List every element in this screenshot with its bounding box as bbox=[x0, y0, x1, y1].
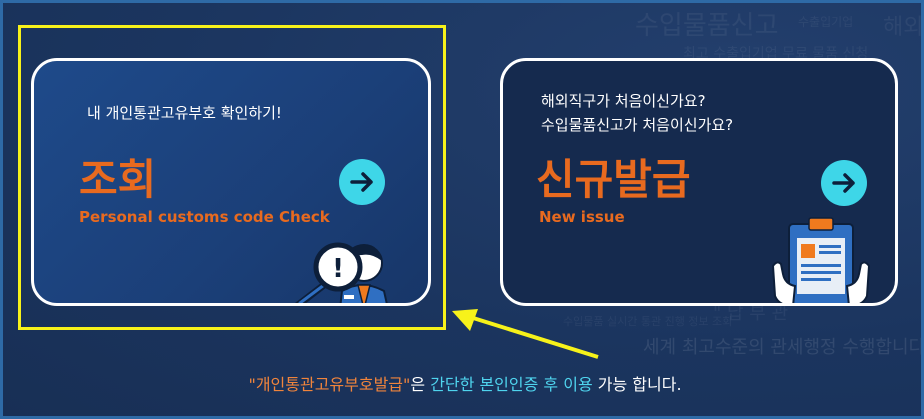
pointer-arrow-icon bbox=[452, 309, 599, 359]
notice-part3: 간단한 본인인증 후 이용 bbox=[430, 375, 593, 394]
clipboard-document-icon bbox=[771, 217, 871, 303]
new-issue-subtitle-line: 수입물품신고가 처음이신가요? bbox=[541, 116, 734, 134]
new-issue-card-subtitle: 해외직구가 처음이신가요? 수입물품신고가 처음이신가요? bbox=[541, 89, 733, 137]
new-issue-card-title: 신규발급 bbox=[536, 155, 691, 204]
background-text: " 납 부 관 bbox=[713, 303, 789, 324]
lookup-card[interactable]: 내 개인통관고유부호 확인하기! 조회 Personal customs cod… bbox=[31, 58, 431, 306]
lookup-arrow-button[interactable] bbox=[339, 159, 385, 205]
new-issue-subtitle-line: 해외직구가 처음이신가요? bbox=[541, 92, 706, 110]
notice-part2: 은 bbox=[410, 375, 431, 394]
arrow-right-icon bbox=[832, 173, 855, 193]
lookup-card-subtitle: 내 개인통관고유부호 확인하기! bbox=[87, 104, 282, 122]
background-text: 해외 bbox=[883, 15, 924, 40]
magnifier-person-icon: ! bbox=[295, 242, 388, 303]
lookup-card-subtitle-en: Personal customs code Check bbox=[79, 208, 330, 226]
notice-text: "개인통관고유부호발급"은 간단한 본인인증 후 이용 가능 합니다. bbox=[3, 371, 921, 395]
highlight-box bbox=[18, 25, 446, 330]
new-issue-card-subtitle-en: New issue bbox=[539, 208, 625, 226]
new-issue-card[interactable]: 해외직구가 처음이신가요? 수입물품신고가 처음이신가요? 신규발급 New i… bbox=[500, 58, 898, 306]
lookup-card-title: 조회 bbox=[79, 155, 157, 204]
arrow-right-icon bbox=[350, 172, 373, 192]
background-text: 세계 최고수준의 관세행정 수행합니다 bbox=[643, 337, 924, 358]
notice-part1: "개인통관고유부호발급" bbox=[248, 375, 411, 394]
notice-part4: 가능 합니다. bbox=[592, 375, 682, 394]
exclamation-text: ! bbox=[332, 254, 344, 284]
background-text: 수입물품신고 bbox=[635, 11, 779, 41]
new-issue-arrow-button[interactable] bbox=[821, 160, 867, 206]
background-text: 수입물품 실시간 통관 진행 정보 조회 bbox=[563, 315, 733, 328]
background-text: 수출입기업 bbox=[798, 15, 854, 29]
